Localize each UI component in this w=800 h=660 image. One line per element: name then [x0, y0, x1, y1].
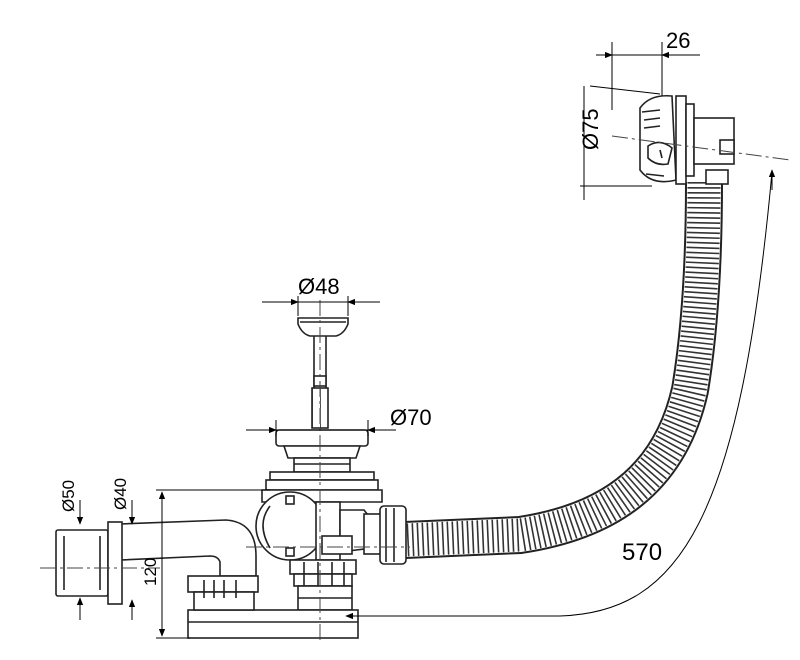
- dim-outlet-outer-diameter: Ø50: [59, 480, 78, 512]
- dim-hose-length: 570: [622, 539, 662, 566]
- overflow-head: [639, 94, 735, 185]
- plug-and-stem: [297, 317, 349, 429]
- dim-outlet-inner-diameter: Ø40: [111, 478, 130, 510]
- outlet-pipe: [55, 519, 259, 611]
- dim-overflow-depth: 26: [666, 28, 690, 53]
- dimension-lines: [76, 42, 776, 639]
- corrugated-hose: [404, 181, 723, 559]
- dim-height: 120: [141, 558, 160, 586]
- center-lines: [40, 135, 791, 640]
- dim-overflow-diameter: Ø75: [578, 108, 603, 150]
- dim-flange-diameter: Ø70: [390, 405, 432, 430]
- dim-plug-diameter: Ø48: [298, 274, 340, 299]
- drain-flange: [265, 429, 379, 491]
